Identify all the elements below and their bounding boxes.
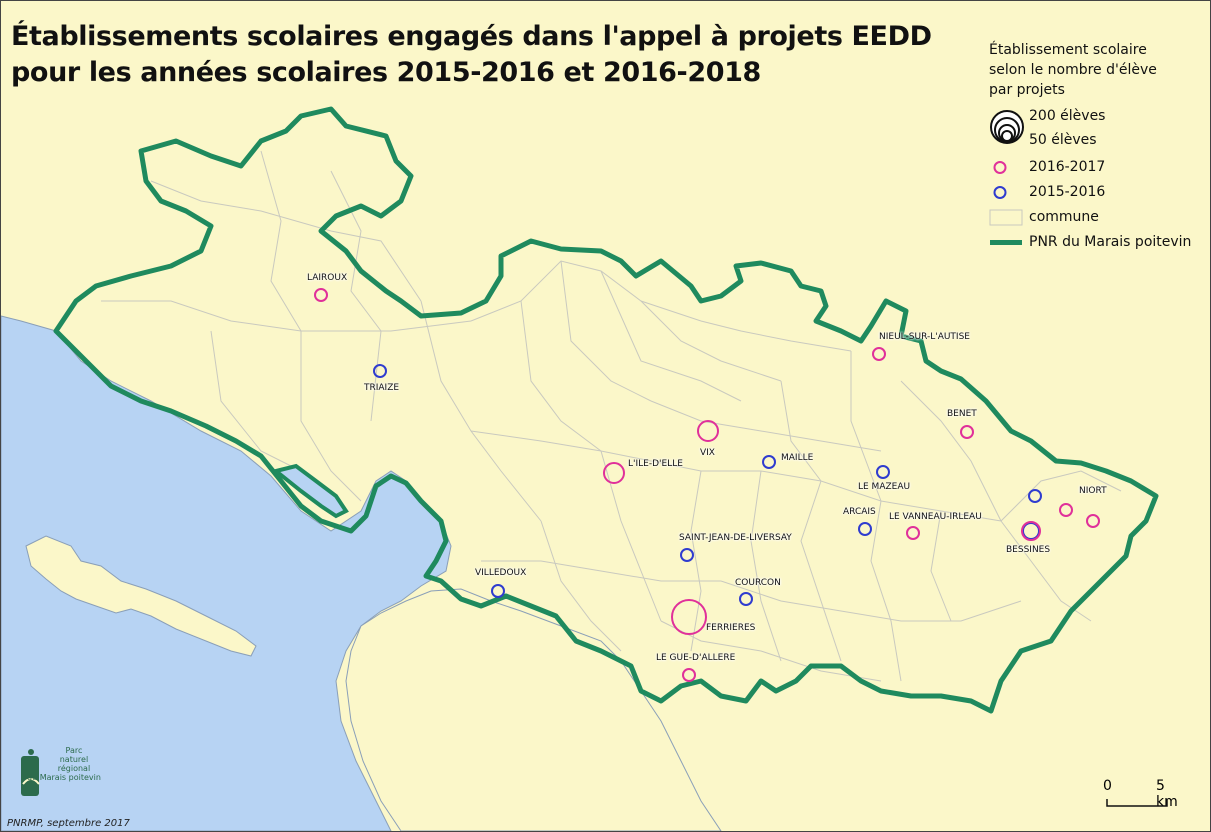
- school-marker-2015-2016[interactable]: [680, 548, 694, 562]
- scale-zero: 0: [1103, 778, 1112, 794]
- school-marker-2016-2017[interactable]: [1086, 514, 1100, 528]
- place-label: BENET: [947, 409, 977, 419]
- school-marker-2016-2017[interactable]: [314, 288, 328, 302]
- school-marker-2016-2017[interactable]: [671, 599, 707, 635]
- legend-size-min: 50 élèves: [1029, 132, 1097, 148]
- school-symbols: [314, 288, 1100, 682]
- school-marker-2016-2017[interactable]: [1021, 521, 1041, 541]
- place-label: SAINT-JEAN-DE-LIVERSAY: [679, 533, 792, 543]
- scale-bar: 0 5 km: [1101, 778, 1191, 818]
- legend-label-commune: commune: [1029, 209, 1099, 225]
- school-marker-2016-2017[interactable]: [960, 425, 974, 439]
- place-label: NIEUL-SUR-L'AUTISE: [879, 332, 970, 342]
- legend-label-park: PNR du Marais poitevin: [1029, 234, 1192, 250]
- blue-circle-icon: [993, 186, 1007, 199]
- map-title-line-2: pour les années scolaires 2015-2016 et 2…: [11, 57, 761, 88]
- legend: Établissement scolaire selon le nombre d…: [989, 40, 1207, 255]
- legend-item-commune: commune: [989, 205, 1207, 230]
- place-label: ARCAIS: [843, 507, 876, 517]
- school-marker-2015-2016[interactable]: [762, 455, 776, 469]
- park-boundary: [53, 106, 1159, 714]
- southern-land: [345, 588, 722, 831]
- school-marker-2016-2017[interactable]: [603, 462, 625, 484]
- commune-swatch-icon: [989, 209, 1023, 226]
- school-marker-2016-2017[interactable]: [872, 347, 886, 361]
- legend-item-2015-2016: 2015-2016: [989, 180, 1207, 205]
- school-marker-2015-2016[interactable]: [373, 364, 387, 378]
- place-label: TRIAIZE: [364, 383, 400, 393]
- pink-circle-icon: [993, 161, 1007, 174]
- school-marker-2015-2016[interactable]: [1028, 489, 1042, 503]
- place-label: NIORT: [1079, 486, 1107, 496]
- logo-line: Parc: [65, 746, 83, 755]
- legend-size-symbols: 200 élèves 50 élèves: [989, 103, 1207, 155]
- school-marker-2015-2016[interactable]: [491, 584, 505, 598]
- place-label: MAILLE: [781, 453, 814, 463]
- school-marker-2015-2016[interactable]: [858, 522, 872, 536]
- map-credit: PNRMP, septembre 2017: [7, 818, 130, 829]
- place-label: FERRIERES: [706, 623, 756, 633]
- place-label: LE MAZEAU: [858, 482, 911, 492]
- proportional-circles-icon: [990, 110, 1024, 144]
- sea-inlet: [271, 463, 349, 519]
- legend-size-max: 200 élèves: [1029, 108, 1106, 124]
- school-marker-2016-2017[interactable]: [682, 668, 696, 682]
- park-line-icon: [990, 240, 1022, 245]
- place-label: BESSINES: [1006, 545, 1051, 555]
- legend-label-2016-2017: 2016-2017: [1029, 159, 1106, 175]
- legend-item-2016-2017: 2016-2017: [989, 155, 1207, 180]
- place-label: LAIROUX: [307, 273, 348, 283]
- park-logo-icon: [21, 749, 40, 796]
- school-marker-2016-2017[interactable]: [1059, 503, 1073, 517]
- legend-label-2015-2016: 2015-2016: [1029, 184, 1106, 200]
- school-marker-2015-2016[interactable]: [739, 592, 753, 606]
- place-label: COURCON: [735, 578, 781, 588]
- school-marker-2016-2017[interactable]: [697, 420, 719, 442]
- school-marker-2015-2016[interactable]: [876, 465, 890, 479]
- place-label: LE GUE-D'ALLERE: [656, 653, 736, 663]
- park-logo-text: Parc naturel régional du Marais poitevin: [27, 746, 101, 782]
- park-logo: Parc naturel régional du Marais poitevin: [17, 746, 101, 808]
- logo-line: du Marais poitevin: [27, 773, 101, 782]
- legend-title: Établissement scolaire selon le nombre d…: [989, 42, 1157, 98]
- school-marker-2016-2017[interactable]: [906, 526, 920, 540]
- island-land: [25, 535, 257, 657]
- logo-line: naturel: [59, 755, 89, 764]
- scale-line: [1106, 799, 1168, 807]
- place-label: LE VANNEAU-IRLEAU: [889, 512, 982, 522]
- place-label: VIX: [700, 448, 715, 458]
- place-label: VILLEDOUX: [475, 568, 527, 578]
- logo-line: régional: [57, 764, 91, 773]
- legend-item-park: PNR du Marais poitevin: [989, 230, 1207, 255]
- map-title-line-1: Établissements scolaires engagés dans l'…: [11, 21, 932, 52]
- map-title: Établissements scolaires engagés dans l'…: [11, 19, 932, 91]
- place-label: L'ILE-D'ELLE: [628, 459, 683, 469]
